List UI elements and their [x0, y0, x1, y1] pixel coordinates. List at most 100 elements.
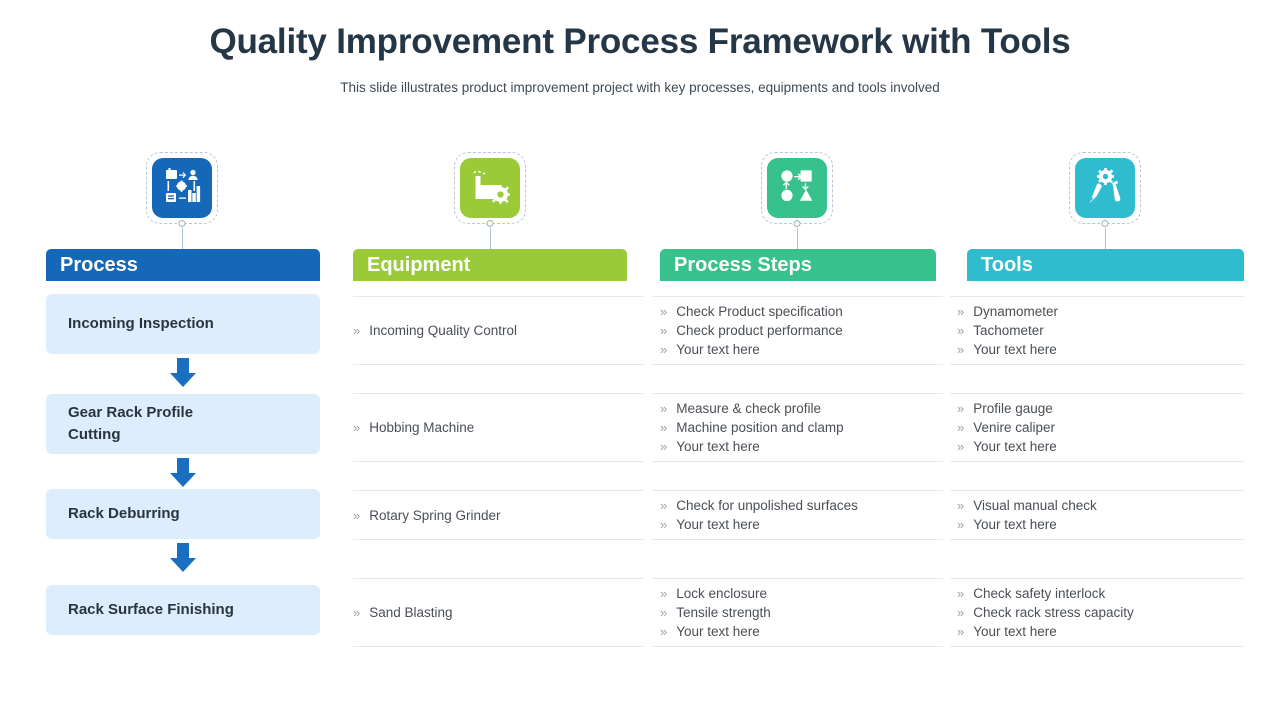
list-item-label: Your text here — [973, 342, 1057, 357]
list-item: » Incoming Quality Control — [353, 321, 643, 340]
bullet-icon: » — [957, 401, 965, 416]
tools-row[interactable]: » Dynamometer » Tachometer » Your text h… — [950, 296, 1244, 365]
flow-step-box[interactable]: Rack Deburring — [46, 489, 320, 539]
bullet-icon: » — [660, 517, 668, 532]
bullet-icon: » — [660, 439, 668, 454]
flow-step-box[interactable]: Rack Surface Finishing — [46, 585, 320, 635]
equipment-row[interactable]: » Hobbing Machine — [353, 393, 643, 462]
process-steps-row[interactable]: » Measure & check profile » Machine posi… — [653, 393, 943, 462]
process-connector-line — [182, 228, 183, 249]
list-item: » Hobbing Machine — [353, 418, 643, 437]
equipment-row[interactable]: » Sand Blasting — [353, 578, 643, 647]
page-subtitle: This slide illustrates product improveme… — [340, 80, 940, 95]
process-steps-icon-badge — [761, 152, 833, 227]
list-item: » Check Product specification — [660, 302, 943, 321]
process-steps-row[interactable]: » Lock enclosure » Tensile strength » Yo… — [653, 578, 943, 647]
list-item-label: Check rack stress capacity — [973, 605, 1134, 620]
list-item-label: Your text here — [973, 624, 1057, 639]
column-header-label: Process — [60, 253, 138, 276]
bullet-icon: » — [660, 498, 668, 513]
list-item: » Your text here — [660, 515, 943, 534]
flow-step-label: Incoming Inspection — [68, 315, 214, 333]
bullet-icon: » — [957, 420, 965, 435]
bullet-icon: » — [660, 624, 668, 639]
list-item-label: Your text here — [973, 517, 1057, 532]
process-steps-row[interactable]: » Check for unpolished surfaces » Your t… — [653, 490, 943, 540]
bullet-icon: » — [957, 323, 965, 338]
flow-arrow-down-icon — [167, 458, 199, 488]
equipment-icon-badge — [454, 152, 526, 227]
list-item-label: Your text here — [676, 517, 760, 532]
page-title: Quality Improvement Process Framework wi… — [209, 22, 1071, 61]
bullet-icon: » — [660, 401, 668, 416]
list-item: » Machine position and clamp — [660, 418, 943, 437]
column-header-process[interactable]: Process — [46, 249, 320, 281]
list-item: » Tachometer — [957, 321, 1244, 340]
list-item-label: Venire caliper — [973, 420, 1056, 435]
list-item: » Rotary Spring Grinder — [353, 506, 643, 525]
column-header-process-steps[interactable]: Process Steps — [660, 249, 936, 281]
bullet-icon: » — [353, 605, 361, 620]
column-header-equipment[interactable]: Equipment — [353, 249, 627, 281]
list-item-label: Tachometer — [973, 323, 1044, 338]
tools-row[interactable]: » Profile gauge » Venire caliper » Your … — [950, 393, 1244, 462]
list-item: » Check product performance — [660, 321, 943, 340]
list-item: » Your text here — [957, 340, 1244, 359]
bullet-icon: » — [353, 507, 361, 523]
process-workflow-icon — [160, 164, 204, 213]
list-item-label: Dynamometer — [973, 304, 1059, 319]
list-item: » Your text here — [957, 515, 1244, 534]
flow-arrow-down-icon — [167, 543, 199, 573]
column-header-label: Process Steps — [674, 253, 812, 276]
flow-step-label: Rack Deburring — [68, 505, 180, 523]
list-item-label: Machine position and clamp — [676, 420, 844, 435]
bullet-icon: » — [660, 420, 668, 435]
list-item-label: Your text here — [973, 439, 1057, 454]
process-steps-connector-line — [797, 228, 798, 249]
list-item-label: Your text here — [676, 624, 760, 639]
list-item-label: Your text here — [676, 439, 760, 454]
equipment-row[interactable]: » Incoming Quality Control — [353, 296, 643, 365]
list-item-label: Your text here — [676, 342, 760, 357]
column-header-label: Equipment — [367, 253, 471, 276]
column-header-tools[interactable]: Tools — [967, 249, 1244, 281]
flow-step-label: Gear Rack Profile Cutting — [68, 404, 194, 443]
factory-gear-icon — [468, 164, 512, 213]
bullet-icon: » — [957, 517, 965, 532]
list-item: » Profile gauge — [957, 399, 1244, 418]
list-item: » Venire caliper — [957, 418, 1244, 437]
equipment-connector-line — [490, 228, 491, 249]
flowchart-shapes-icon — [775, 164, 819, 213]
list-item-label: Tensile strength — [676, 605, 771, 620]
bullet-icon: » — [957, 605, 965, 620]
list-item: » Sand Blasting — [353, 603, 643, 622]
list-item: » Tensile strength — [660, 603, 943, 622]
tools-row[interactable]: » Check safety interlock » Check rack st… — [950, 578, 1244, 647]
list-item-label: Rotary Spring Grinder — [369, 507, 501, 523]
flow-step-box[interactable]: Incoming Inspection — [46, 294, 320, 354]
bullet-icon: » — [957, 586, 965, 601]
list-item-label: Measure & check profile — [676, 401, 822, 416]
tools-row[interactable]: » Visual manual check » Your text here — [950, 490, 1244, 540]
list-item: » Check rack stress capacity — [957, 603, 1244, 622]
bullet-icon: » — [957, 439, 965, 454]
list-item: » Visual manual check — [957, 496, 1244, 515]
bullet-icon: » — [353, 323, 361, 338]
equipment-row[interactable]: » Rotary Spring Grinder — [353, 490, 643, 540]
bullet-icon: » — [957, 624, 965, 639]
connector-node — [793, 220, 801, 227]
list-item-label: Hobbing Machine — [369, 420, 475, 435]
process-steps-row[interactable]: » Check Product specification » Check pr… — [653, 296, 943, 365]
flow-step-box[interactable]: Gear Rack Profile Cutting — [46, 394, 320, 454]
bullet-icon: » — [660, 342, 668, 357]
list-item-label: Check Product specification — [676, 304, 843, 319]
list-item: » Check safety interlock — [957, 584, 1244, 603]
tools-icon-badge — [1069, 152, 1141, 227]
list-item: » Lock enclosure — [660, 584, 943, 603]
connector-node — [178, 220, 186, 227]
list-item: » Your text here — [957, 437, 1244, 456]
tools-connector-line — [1105, 228, 1106, 249]
flow-step-label: Rack Surface Finishing — [68, 601, 234, 619]
list-item-label: Check product performance — [676, 323, 843, 338]
bullet-icon: » — [660, 605, 668, 620]
